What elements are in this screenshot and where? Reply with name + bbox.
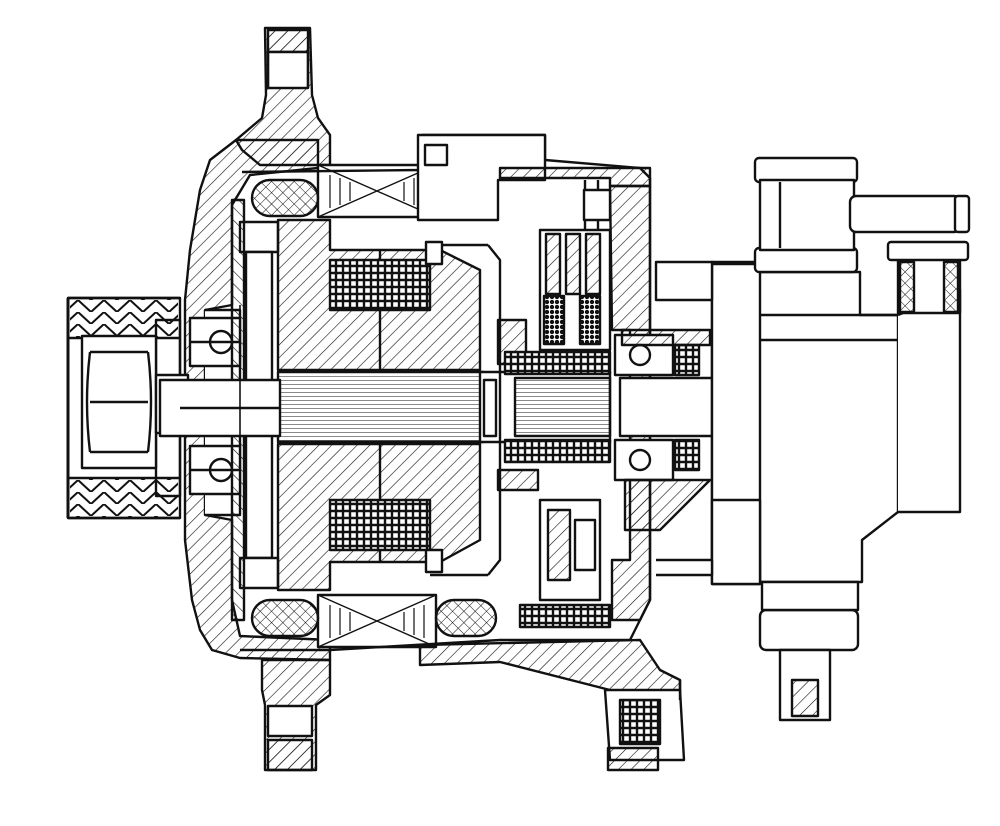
rectifier — [424, 240, 612, 629]
terminal-connector — [603, 680, 686, 772]
vacuum-pump — [654, 240, 970, 586]
stator-core — [316, 163, 438, 649]
rotor-shaft — [158, 370, 485, 444]
pump-drain-fitting — [758, 580, 860, 722]
mounting-lug-bottom — [260, 658, 332, 772]
field-coil — [328, 258, 432, 552]
pump-outlet-fitting — [753, 156, 971, 274]
rear-bearing — [613, 328, 722, 532]
rear-shaft — [478, 350, 612, 464]
mounting-lug-top — [234, 26, 332, 167]
